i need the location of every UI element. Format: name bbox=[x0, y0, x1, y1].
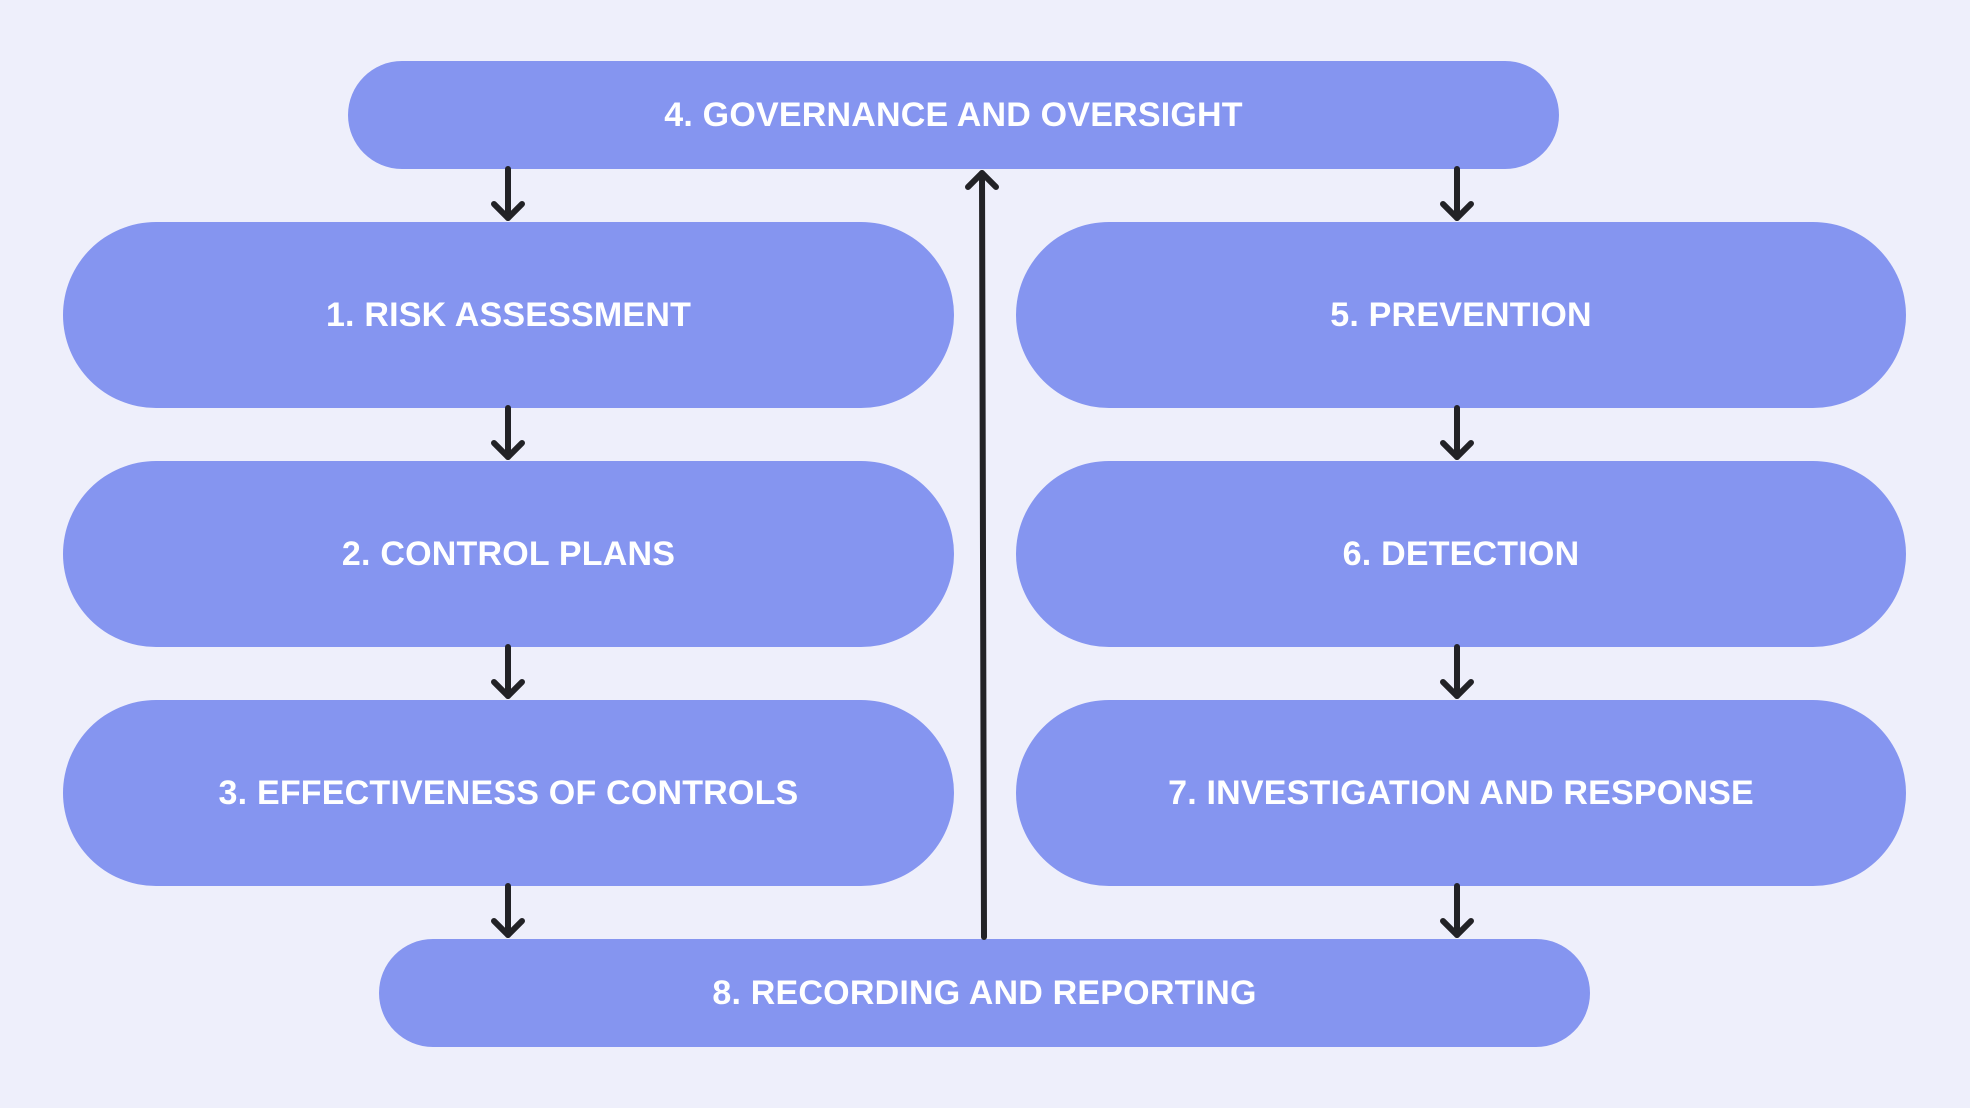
arrow-investigation-to-recording bbox=[1440, 883, 1474, 938]
arrow-risk-assessment-to-control-plans bbox=[491, 405, 525, 460]
node-investigation-and-response: 7. INVESTIGATION AND RESPONSE bbox=[1016, 700, 1906, 886]
arrow-control-plans-to-effectiveness bbox=[491, 644, 525, 699]
node-recording-label: 8. RECORDING AND REPORTING bbox=[712, 973, 1257, 1012]
node-governance-label: 4. GOVERNANCE AND OVERSIGHT bbox=[664, 95, 1243, 134]
node-control-plans: 2. CONTROL PLANS bbox=[63, 461, 954, 647]
node-investigation-label: 7. INVESTIGATION AND RESPONSE bbox=[1168, 773, 1754, 812]
arrow-detection-to-investigation bbox=[1440, 644, 1474, 699]
node-effectiveness-of-controls: 3. EFFECTIVENESS OF CONTROLS bbox=[63, 700, 954, 886]
arrow-effectiveness-to-recording bbox=[491, 883, 525, 938]
node-detection: 6. DETECTION bbox=[1016, 461, 1906, 647]
node-control-plans-label: 2. CONTROL PLANS bbox=[341, 534, 676, 573]
node-recording-and-reporting: 8. RECORDING AND REPORTING bbox=[379, 939, 1590, 1047]
node-prevention: 5. PREVENTION bbox=[1016, 222, 1906, 408]
arrow-recording-to-governance bbox=[965, 170, 999, 940]
node-risk-assessment-label: 1. RISK ASSESSMENT bbox=[325, 295, 692, 334]
arrow-governance-to-risk-assessment bbox=[491, 166, 525, 221]
node-governance-and-oversight: 4. GOVERNANCE AND OVERSIGHT bbox=[348, 61, 1559, 169]
node-effectiveness-label: 3. EFFECTIVENESS OF CONTROLS bbox=[218, 773, 799, 812]
node-risk-assessment: 1. RISK ASSESSMENT bbox=[63, 222, 954, 408]
node-detection-label: 6. DETECTION bbox=[1342, 534, 1580, 573]
arrow-prevention-to-detection bbox=[1440, 405, 1474, 460]
arrow-governance-to-prevention bbox=[1440, 166, 1474, 221]
node-prevention-label: 5. PREVENTION bbox=[1330, 295, 1592, 334]
